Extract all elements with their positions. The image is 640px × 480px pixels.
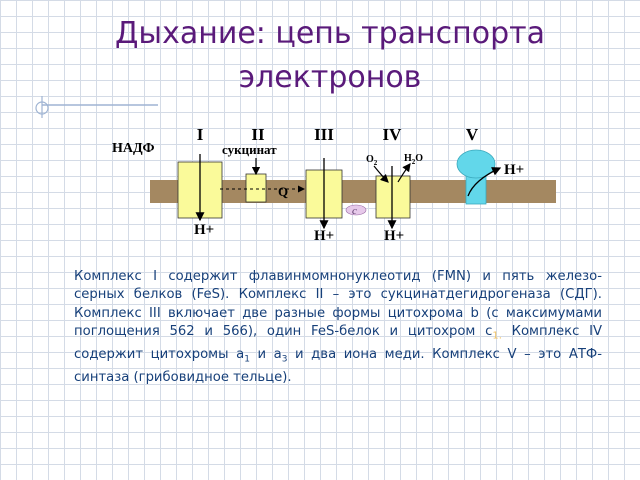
title-line-1: Дыхание: цепь транспорта (114, 16, 546, 51)
a1-subscript: 1 (244, 354, 250, 365)
succinate-label: сукцинат (222, 142, 277, 157)
title-line-2: электронов (238, 60, 422, 95)
q-label: Q (278, 184, 288, 199)
complex-iv-numeral: IV (383, 125, 403, 144)
complex-ii-numeral: II (251, 125, 265, 144)
o2-arrow (373, 165, 389, 183)
nadf-label: НАДФ (112, 141, 154, 156)
h-plus-label-iv: H+ (384, 228, 404, 244)
paragraph-text-1: Комплекс I содержит флавинмомнонуклеотид… (74, 269, 602, 339)
o2-label: O2 (366, 154, 378, 167)
description-paragraph: Комплекс I содержит флавинмомнонуклеотид… (74, 268, 602, 387)
cyt-c-label: c (352, 205, 357, 217)
atp-synthase (456, 149, 496, 205)
c1-subscript: 1. (492, 330, 502, 342)
h-plus-label-i: H+ (194, 222, 214, 238)
complex-v-numeral: V (466, 125, 479, 144)
a3-subscript: 3 (281, 354, 288, 365)
complex-iv (375, 175, 411, 219)
paragraph-text-4: и два иона меди. Комплекс V – это АТФ-си… (74, 346, 603, 385)
decorative-line (35, 96, 158, 118)
h-plus-label-v: H+ (504, 162, 524, 178)
paragraph-text-2: Комплекс IV содержит цитохромы а (74, 323, 602, 362)
h2o-arrow (397, 163, 411, 183)
complex-ii (245, 173, 267, 203)
page-title: Дыхание: цепь транспорта электронов (60, 12, 600, 100)
paragraph-text-3: и а (249, 346, 282, 362)
h2o-label: H2O (404, 153, 423, 166)
cytochrome-c (345, 204, 367, 216)
complex-i-numeral: I (197, 125, 204, 144)
proton-arrow-v (467, 167, 502, 197)
electron-transport-diagram: I II III IV V НАДФ сукцинат Q c O2 H2O H… (112, 125, 556, 244)
h-plus-label-iii: H+ (314, 228, 334, 244)
complex-iii-numeral: III (314, 125, 334, 144)
